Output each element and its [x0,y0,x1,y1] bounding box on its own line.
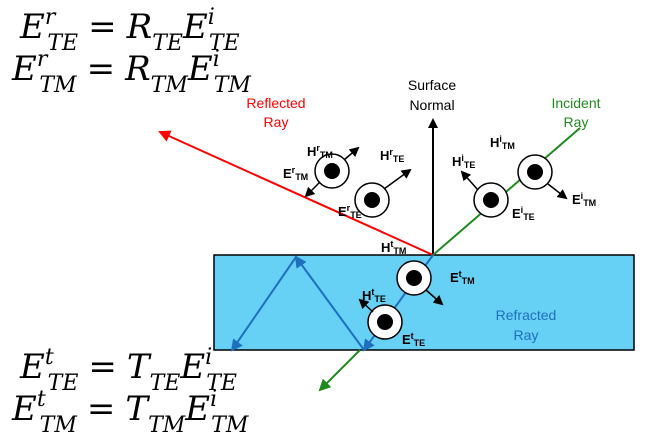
vector-h-r-tm2 [383,168,412,190]
transmitted-exit-ray [318,349,361,392]
field-label-e-r-tm: ErTM [283,165,308,182]
vector-h-r-te [343,146,360,161]
field-symbol-incident-2 [473,182,509,218]
vector-e-i-tm [547,183,568,200]
incident-label-line2: Ray [564,114,589,130]
internal-arrow-down [230,338,243,352]
field-label-h-i-te: HiTE [452,153,475,170]
vector-h-t-te [358,298,374,313]
incident-label-line1: Incident [551,95,600,111]
vector-e-r-tm [304,181,321,198]
field-label-e-r-te: ErTE [338,203,362,220]
vector-h-i-te [460,170,479,191]
field-label-h-i-tm: HiTM [490,134,515,151]
field-symbol-incident-1 [517,154,553,190]
field-symbol-transmitted-1 [396,260,432,296]
reflected-label-line2: Ray [264,114,289,130]
internal-arrow-up [294,255,307,269]
refracted-label-line2: Ray [514,327,539,343]
reflected-ray [158,130,434,256]
field-symbol-reflected-1 [314,153,350,189]
field-label-e-i-te: EiTE [512,205,535,222]
reflected-label-line1: Reflected [246,95,305,111]
field-symbol-transmitted-2 [367,304,403,340]
surface-label-line1: Surface [408,77,456,93]
field-label-h-t-tm: HtTM [381,239,406,256]
vector-e-t-tm [425,289,444,306]
field-label-h-r-te: HrTE [380,147,404,164]
field-label-e-i-tm: EiTM [572,191,596,208]
field-label-h-r-tm: HrTM [307,143,333,160]
field-label-h-t-te: HtTE [362,287,386,304]
field-label-e-t-tm: EtTM [450,269,475,286]
refracted-label-line1: Refracted [496,307,557,323]
surface-label-line2: Normal [409,97,454,113]
field-label-e-t-te: EtTE [402,331,425,348]
field-symbol-reflected-2 [354,182,390,218]
